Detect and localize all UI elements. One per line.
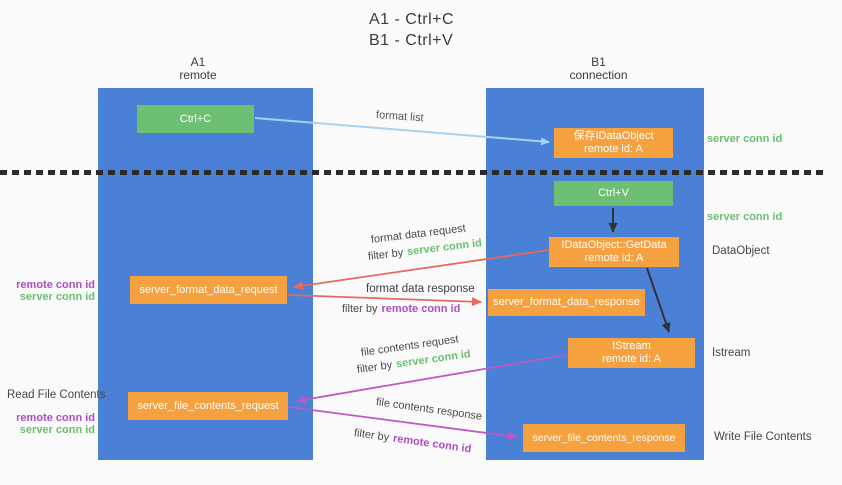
node-server-file-contents-response: server_file_contents_response [523, 424, 685, 452]
node-istream: IStream remote id: A [568, 338, 695, 368]
session-divider-dotted-line [0, 170, 826, 175]
diagram-title: A1 - Ctrl+C B1 - Ctrl+V [369, 9, 454, 51]
node-istream-line1: IStream [612, 340, 651, 352]
format-data-response-arrow [287, 294, 482, 307]
format-list-flow-label: format list [375, 109, 424, 125]
node-server-format-data-request-label: server_format_data_request [139, 283, 278, 296]
node-server-file-contents-request-label: server_file_contents_request [137, 399, 279, 412]
node-idataobject-getdata: IDataObject::GetData remote id: A [549, 237, 679, 267]
server-conn-id-label-file: server conn id [19, 424, 95, 436]
node-save-idataobject: 保存IDataObject remote id: A [554, 128, 673, 158]
node-ctrl-v: Ctrl+V [554, 181, 673, 206]
lane-a-header: A1 remote [98, 56, 298, 82]
lane-b-header: B1 connection [486, 56, 711, 82]
node-server-format-data-request: server_format_data_request [130, 276, 287, 304]
remote-conn-id-inline: remote conn id [392, 432, 472, 456]
server-conn-id-label-mid: server conn id [707, 211, 783, 223]
remote-conn-id-label-file: remote conn id [16, 412, 95, 424]
node-ctrl-c-label: Ctrl+C [179, 112, 212, 125]
filter-by-text: filter by [342, 303, 378, 315]
remote-conn-id-inline: remote conn id [381, 303, 461, 315]
node-ctrl-v-label: Ctrl+V [598, 187, 629, 199]
filter-by-text: filter by [356, 359, 393, 376]
node-idataobject-getdata-line1: IDataObject::GetData [561, 239, 667, 251]
lane-b-subtitle: connection [569, 68, 628, 82]
node-server-format-data-response-label: server_format_data_response [493, 296, 640, 308]
format-data-response-flow-label: format data response [366, 283, 475, 295]
node-save-idataobject-line1: 保存IDataObject [573, 130, 654, 142]
node-save-idataobject-line2: remote id: A [584, 143, 643, 155]
node-server-file-contents-request: server_file_contents_request [128, 392, 288, 420]
node-server-file-contents-response-label: server_file_contents_response [532, 431, 676, 444]
istream-label: Istream [712, 347, 751, 359]
title-line-a1: A1 - Ctrl+C [369, 11, 455, 28]
node-idataobject-getdata-line2: remote id: A [584, 252, 644, 264]
server-conn-id-label-top: server conn id [707, 133, 783, 145]
conn-id-pair-file: remote conn id server conn id [10, 412, 95, 436]
remote-conn-id-label-format: remote conn id [16, 279, 95, 291]
node-ctrl-c: Ctrl+C [137, 105, 254, 133]
lane-a-name: A1 [190, 55, 206, 69]
file-contents-response-flow-label: file contents response [375, 396, 483, 423]
read-file-contents-label: Read File Contents [7, 389, 106, 401]
lane-b-name: B1 [591, 55, 606, 69]
node-server-format-data-response: server_format_data_response [488, 289, 645, 316]
filter-by-text: filter by [353, 427, 390, 444]
conn-id-pair-format: remote conn id server conn id [10, 279, 95, 303]
title-line-b1: B1 - Ctrl+V [369, 32, 454, 49]
filter-by-text: filter by [367, 246, 404, 263]
server-conn-id-label-format: server conn id [19, 291, 95, 303]
write-file-contents-label: Write File Contents [714, 431, 812, 443]
lane-a-subtitle: remote [179, 68, 217, 82]
node-istream-line2: remote id: A [602, 353, 661, 365]
dataobject-label: DataObject [712, 245, 770, 257]
